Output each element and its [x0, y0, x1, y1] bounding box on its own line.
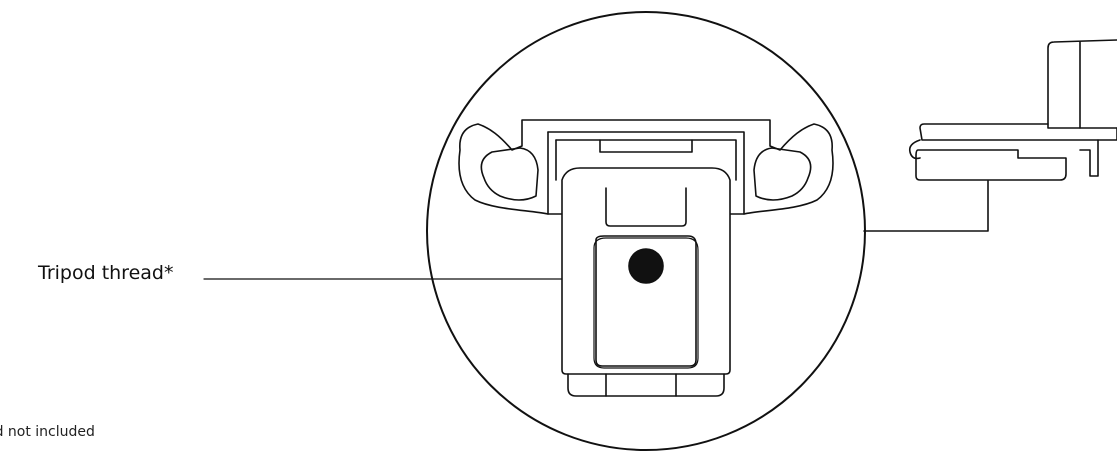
magnifier-connector-line [863, 180, 989, 232]
webcam-side-view-icon [908, 39, 1117, 181]
footnote-text: od not included [0, 424, 95, 440]
tripod-thread-label: Tripod thread* [38, 262, 174, 284]
tripod-thread-hole-icon [628, 248, 664, 284]
